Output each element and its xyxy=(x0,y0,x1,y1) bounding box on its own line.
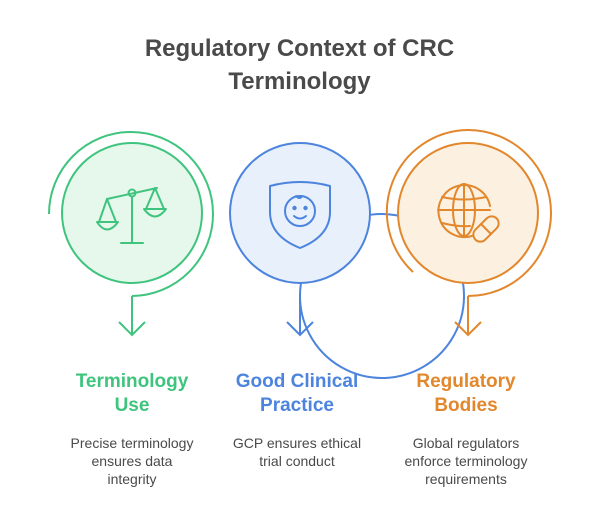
step-1-graphic xyxy=(48,131,214,337)
step-1-text: Terminology Use Precise terminology ensu… xyxy=(47,370,217,488)
globe-pill-icon xyxy=(437,183,500,243)
step-1-arrow xyxy=(118,321,146,337)
step-3-outer-ring xyxy=(467,129,552,297)
step-1-title: Terminology Use xyxy=(75,371,189,416)
step-2-arrow xyxy=(286,321,314,337)
step-1-outer-ring xyxy=(48,131,214,297)
step-2-circle xyxy=(229,142,371,284)
step-3-circle xyxy=(397,142,539,284)
step-1-description: Precise terminology ensures data integri… xyxy=(70,435,194,487)
step-2-text: Good Clinical Practice GCP ensures ethic… xyxy=(212,370,382,470)
step-3-graphic xyxy=(385,129,552,337)
page-title: Regulatory Context of CRC Terminology xyxy=(0,32,599,98)
scales-icon xyxy=(96,187,167,244)
step-2-description: GCP ensures ethical trial conduct xyxy=(232,435,362,469)
step-3-text: Regulatory Bodies Global regulators enfo… xyxy=(381,370,551,488)
shield-face-icon xyxy=(269,181,331,249)
step-3-title: Regulatory Bodies xyxy=(416,371,516,416)
step-3-description: Global regulators enforce terminology re… xyxy=(404,435,528,487)
title-line-1: Regulatory Context of CRC xyxy=(144,35,455,62)
step-2-graphic xyxy=(229,142,465,379)
title-line-2: Terminology xyxy=(228,68,371,95)
step-2-title: Good Clinical Practice xyxy=(235,371,359,416)
step-3-arrow xyxy=(454,321,482,337)
